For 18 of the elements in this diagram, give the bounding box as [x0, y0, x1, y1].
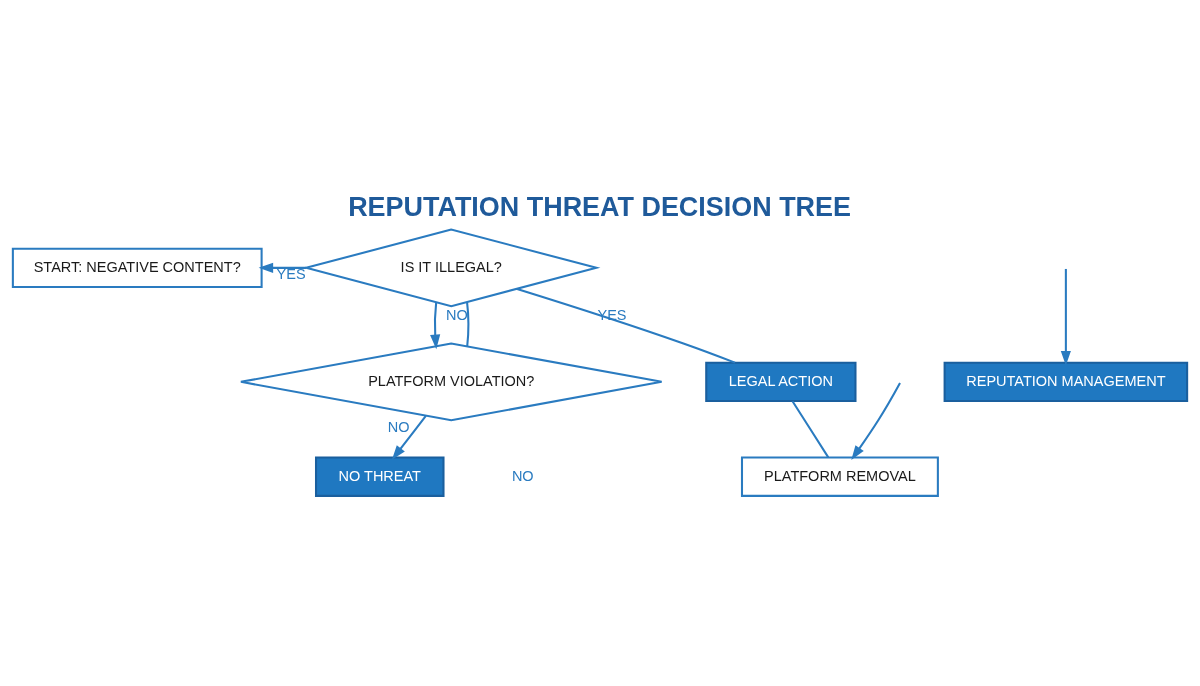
node-box: START: NEGATIVE CONTENT? [11, 247, 263, 288]
connector [791, 400, 830, 458]
connector [466, 301, 470, 346]
diagram-title: REPUTATION THREAT DECISION TREE [348, 191, 851, 222]
node-box: REPUTATION MANAGEMENT [943, 361, 1189, 402]
connector [516, 287, 736, 364]
arrow [391, 414, 427, 460]
edge-label: NO [446, 306, 468, 323]
arrow [258, 262, 307, 273]
node-box: PLATFORM REMOVAL [740, 455, 939, 497]
arrow [851, 381, 901, 460]
node-diamond: PLATFORM VIOLATION? [239, 341, 663, 421]
edge-label: NO [387, 418, 410, 435]
node-box: LEGAL ACTION [705, 361, 857, 402]
arrow [430, 301, 441, 349]
node-box: NO THREAT [315, 455, 445, 497]
label: NO [511, 467, 534, 484]
arrow [1060, 268, 1071, 365]
